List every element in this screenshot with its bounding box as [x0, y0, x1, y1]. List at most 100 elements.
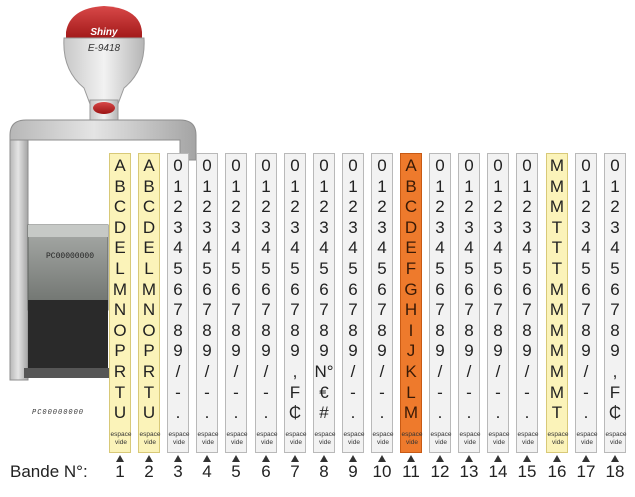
band-number: 10 — [372, 462, 392, 481]
band-glyph: 3 — [377, 217, 387, 237]
band-glyph: 0 — [261, 156, 271, 175]
band-glyph: 7 — [231, 300, 241, 320]
band-arrow-icon — [291, 455, 299, 462]
band-number: 5 — [231, 462, 241, 481]
band-arrow-icon — [174, 455, 182, 462]
band-glyph: 6 — [581, 279, 591, 299]
band-glyph: / — [204, 362, 210, 381]
band-glyph: 2 — [610, 197, 620, 217]
band-glyph: 9 — [610, 341, 620, 361]
band-glyph: 1 — [610, 176, 620, 196]
band-number: 11 — [402, 462, 420, 481]
band-glyph: 2 — [202, 197, 212, 217]
band-glyph: 6 — [435, 279, 445, 299]
band-glyph: D — [113, 217, 127, 237]
band-glyph: 0 — [493, 156, 503, 175]
band-number: 4 — [202, 462, 212, 481]
band-glyph: 0 — [290, 156, 300, 175]
space-label: vide — [202, 439, 214, 446]
band-arrow-icon — [523, 455, 531, 462]
band-glyph: A — [405, 156, 417, 175]
band-number: 15 — [517, 462, 537, 481]
band-glyph: 8 — [493, 320, 503, 340]
band-number: 8 — [319, 462, 329, 481]
band-glyph: 5 — [435, 259, 445, 278]
band-glyph: 1 — [261, 176, 271, 196]
band-glyph: 1 — [464, 176, 474, 196]
band-glyph: / — [233, 362, 239, 381]
band-glyph: 4 — [231, 238, 241, 258]
band-glyph: 0 — [173, 156, 183, 175]
space-label: vide — [552, 439, 564, 446]
band-glyph: 9 — [231, 341, 241, 361]
space-label: espace — [343, 431, 365, 438]
band-glyph: 4 — [610, 238, 620, 258]
band-glyph: 6 — [522, 279, 532, 299]
band-glyph: 4 — [173, 238, 183, 258]
band-glyph: 2 — [464, 197, 474, 217]
band-glyph: E — [405, 238, 417, 258]
band-glyph: T — [143, 382, 155, 402]
band-number: 6 — [261, 462, 271, 481]
band-number: 13 — [459, 462, 479, 481]
band-glyph: M — [549, 300, 565, 320]
band-number: 14 — [488, 462, 508, 481]
band-glyph: 6 — [348, 279, 358, 299]
band-glyph: 2 — [319, 197, 329, 217]
band-glyph: A — [114, 156, 126, 175]
band-glyph: M — [549, 279, 565, 299]
band-glyph: / — [175, 362, 181, 381]
space-label: vide — [348, 439, 360, 446]
band-glyph: 5 — [348, 259, 358, 278]
band-glyph: T — [551, 217, 563, 237]
band-arrow-icon — [407, 455, 415, 462]
band-glyph: 8 — [435, 320, 445, 340]
band-glyph: 6 — [261, 279, 271, 299]
band-glyph: 3 — [464, 217, 474, 237]
band-number: 12 — [430, 462, 450, 481]
band-glyph: 3 — [493, 217, 503, 237]
band-glyph: 5 — [319, 259, 329, 278]
band-number: 9 — [348, 462, 358, 481]
band-glyph: M — [403, 403, 419, 423]
band-glyph: 7 — [377, 300, 387, 320]
band-glyph: 8 — [348, 320, 358, 340]
band-glyph: M — [549, 341, 565, 361]
band-glyph: L — [144, 259, 154, 278]
band-glyph: 6 — [610, 279, 620, 299]
band-glyph: 6 — [290, 279, 300, 299]
band-glyph: T — [551, 238, 563, 258]
space-label: vide — [115, 439, 127, 446]
space-label: vide — [435, 439, 447, 446]
band-arrow-icon — [116, 455, 124, 462]
band-glyph: P — [143, 341, 155, 361]
band-glyph: 3 — [581, 217, 591, 237]
band-glyph: 5 — [581, 259, 591, 278]
band-glyph: 3 — [173, 217, 183, 237]
band-glyph: D — [142, 217, 156, 237]
band-glyph: - — [233, 382, 239, 402]
band-glyph: / — [524, 362, 530, 381]
band-glyph: 6 — [231, 279, 241, 299]
band-glyph: / — [466, 362, 472, 381]
bande-label: Bande N°: — [10, 462, 88, 481]
band-glyph: M — [141, 279, 157, 299]
band-glyph: M — [549, 197, 565, 217]
band-glyph: 7 — [261, 300, 271, 320]
space-label: espace — [226, 431, 248, 438]
band-glyph: 7 — [610, 300, 620, 320]
band-glyph: , — [292, 362, 298, 381]
band-glyph: . — [437, 403, 443, 423]
band-glyph: 7 — [202, 300, 212, 320]
band-glyph: A — [143, 156, 155, 175]
band-glyph: C — [113, 197, 127, 217]
band-glyph: 0 — [464, 156, 474, 175]
band-glyph: 1 — [493, 176, 503, 196]
band-glyph: 0 — [202, 156, 212, 175]
band-glyph: - — [466, 382, 472, 402]
band-glyph: R — [142, 362, 156, 381]
